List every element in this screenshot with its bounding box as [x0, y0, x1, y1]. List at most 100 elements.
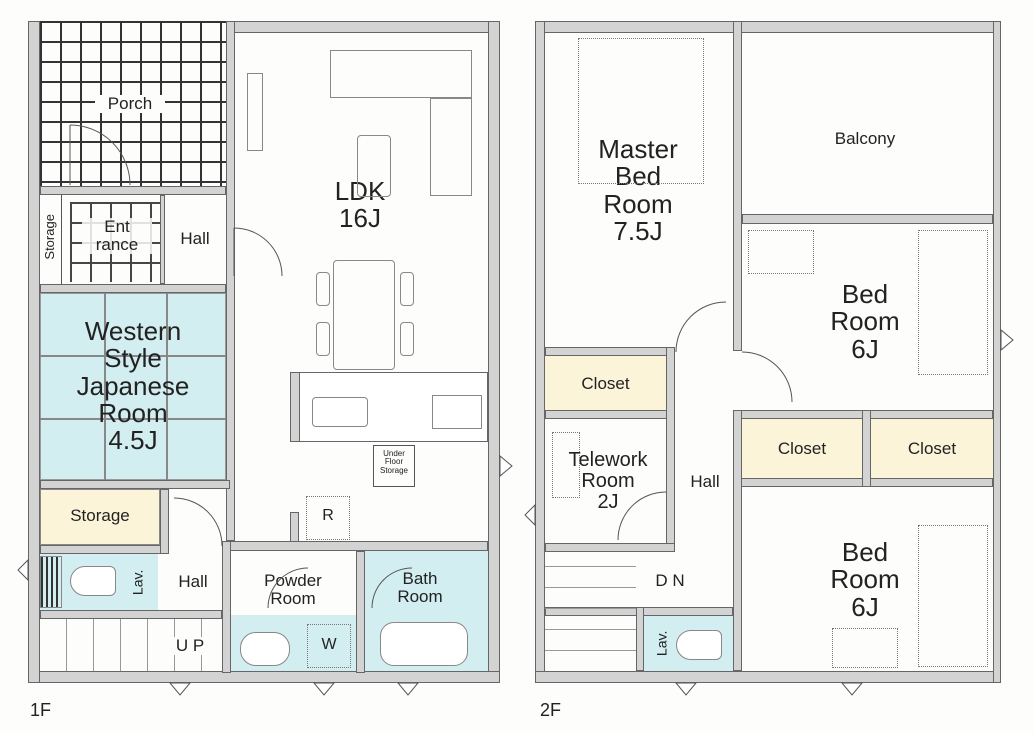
door-swing	[741, 351, 793, 403]
wall	[993, 21, 1001, 683]
toilet-icon	[70, 566, 116, 596]
bedroom-1-label: Bed Room 6J	[830, 279, 900, 364]
tatami-line	[166, 293, 168, 480]
wall	[40, 480, 230, 489]
floor-label-2f: 2F	[540, 700, 562, 720]
storage-small	[40, 195, 62, 284]
wall	[742, 214, 993, 224]
wall	[862, 410, 871, 487]
washer-label: W	[321, 636, 337, 653]
bed-2	[918, 525, 988, 667]
kitchen-counter	[290, 372, 488, 442]
door-swing	[69, 124, 131, 186]
door-swing	[233, 227, 283, 277]
wall	[733, 21, 742, 351]
wall	[636, 607, 644, 671]
closet-master-label: Closet	[581, 374, 630, 393]
master-bedroom-label: Master Bed Room 7.5J	[598, 134, 678, 246]
ldk-label: LDK 16J	[334, 176, 386, 234]
sink-icon	[312, 397, 368, 427]
sofa	[430, 98, 472, 196]
stairs-down-label: D N	[655, 571, 685, 590]
wall	[160, 195, 165, 284]
kitchen-counter-back	[290, 372, 300, 442]
window-marker	[396, 682, 420, 696]
desk-1	[748, 230, 814, 274]
chair	[316, 272, 330, 306]
shelf	[247, 73, 263, 151]
window-marker	[17, 558, 29, 582]
stair-steps	[40, 556, 62, 608]
western-room-label: Western Style Japanese Room 4.5J	[76, 316, 190, 456]
wall	[356, 551, 365, 673]
toilet-icon-2f	[676, 630, 722, 660]
window-marker	[312, 682, 336, 696]
desk	[552, 432, 580, 498]
closet-b	[871, 419, 993, 478]
stairs-2f	[545, 552, 636, 671]
stove-icon	[432, 395, 482, 429]
window-marker	[168, 682, 192, 696]
bath-room-label: Bath Room	[397, 569, 443, 606]
hall-bottom-label: Hall	[178, 572, 208, 591]
door-swing	[617, 491, 667, 541]
underfloor-storage	[373, 445, 415, 487]
door-swing	[675, 301, 727, 353]
window-marker	[674, 682, 698, 696]
hall-top-label: Hall	[180, 229, 210, 248]
fridge-label: R	[322, 507, 334, 524]
door-swing	[371, 567, 413, 609]
chair	[400, 272, 414, 306]
hall-2f-label: Hall	[690, 472, 720, 491]
closet-a	[742, 419, 862, 478]
desk-2	[832, 628, 898, 668]
telework-label: Telework Room 2J	[568, 449, 648, 513]
wall	[222, 541, 231, 673]
wall	[226, 21, 235, 541]
tatami-line	[40, 355, 226, 357]
wash-basin-icon	[240, 632, 290, 666]
door-swing	[173, 497, 223, 547]
balcony-label: Balcony	[834, 129, 896, 148]
tatami-line	[40, 418, 226, 420]
chair	[400, 322, 414, 356]
washer	[307, 624, 351, 668]
wall	[733, 410, 742, 671]
closet-master	[545, 356, 666, 410]
underfloor-label: Under Floor Storage	[379, 449, 409, 475]
floor-1-plan: Porch Storage Ent rance Hall Western Sty…	[0, 0, 510, 733]
coffee-table	[357, 135, 391, 197]
stairs-up-label: U P	[165, 637, 215, 655]
window-marker	[1000, 328, 1014, 352]
tatami-line	[104, 293, 106, 480]
wall	[160, 489, 169, 554]
storage-room	[40, 489, 160, 545]
storage-label: Storage	[70, 506, 130, 525]
wall	[545, 543, 675, 552]
window-marker	[840, 682, 864, 696]
dining-table	[333, 260, 395, 370]
western-japanese-room	[40, 293, 226, 480]
window-marker	[499, 454, 513, 478]
fridge	[306, 496, 350, 540]
closet-b-label: Closet	[907, 439, 957, 458]
wall	[40, 186, 226, 195]
bathtub-icon	[380, 622, 468, 666]
chair	[316, 322, 330, 356]
sofa	[330, 50, 472, 98]
bed-1	[918, 230, 988, 375]
bedroom-2-label: Bed Room 6J	[830, 537, 900, 622]
wall	[290, 512, 299, 542]
closet-a-label: Closet	[777, 439, 827, 458]
wall	[28, 21, 40, 683]
powder-room-label: Powder Room	[264, 571, 322, 608]
door-swing	[267, 567, 309, 609]
master-bed	[578, 38, 704, 184]
wall	[40, 284, 226, 293]
window-marker	[524, 503, 536, 527]
floor-label-1f: 1F	[30, 700, 52, 720]
porch-label: Porch	[95, 95, 165, 113]
wall	[40, 610, 222, 619]
